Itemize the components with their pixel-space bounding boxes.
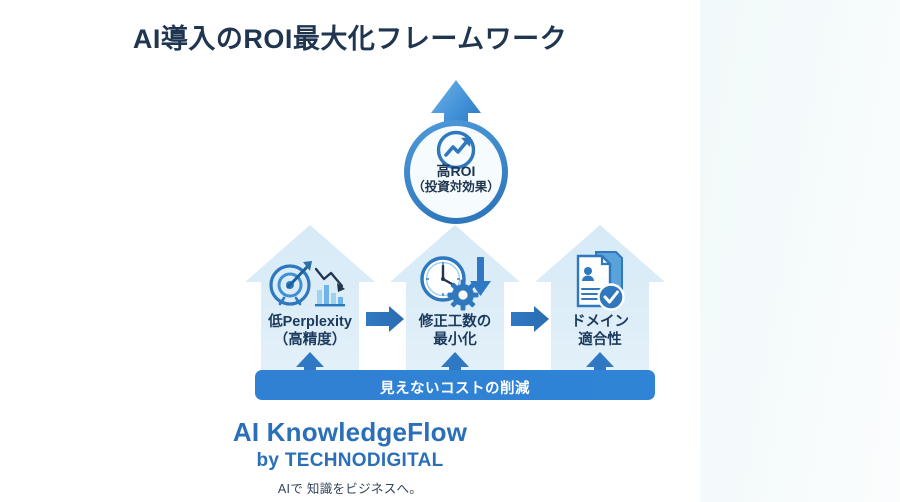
target-declining-chart-icon — [269, 261, 345, 307]
right-background-panel — [700, 0, 900, 502]
page-title: AI導入のROI最大化フレームワーク — [132, 24, 568, 54]
foundation-feed-arrows — [296, 352, 614, 378]
framework-diagram — [245, 80, 665, 400]
brand-company-name: by TECHNODIGITAL — [256, 449, 444, 471]
top-arrow-icon — [431, 80, 481, 140]
pillar-low-perplexity — [245, 225, 375, 372]
brand-product-name: AI KnowledgeFlow — [232, 417, 468, 447]
roi-hub-circle — [404, 120, 508, 224]
bracket-connector — [292, 158, 608, 254]
connector-arrow-2 — [511, 306, 549, 332]
pillar-rework-minimization — [390, 225, 520, 372]
pillar-domain-fit — [535, 225, 665, 372]
foundation-bar — [255, 370, 655, 400]
gear-icon — [447, 279, 479, 311]
trending-up-icon — [436, 130, 476, 170]
branding-block: AI KnowledgeFlow by TECHNODIGITAL AIで 知識… — [0, 417, 700, 497]
documents-check-icon — [576, 251, 625, 311]
clock-gear-down-arrow-icon — [420, 256, 491, 311]
brand-tagline: AIで 知識をビジネスへ。 — [277, 481, 423, 496]
pillar-connector-arrows — [366, 306, 549, 332]
diagram-stage: AI導入のROI最大化フレームワーク — [0, 24, 700, 497]
connector-arrow-1 — [366, 306, 404, 332]
